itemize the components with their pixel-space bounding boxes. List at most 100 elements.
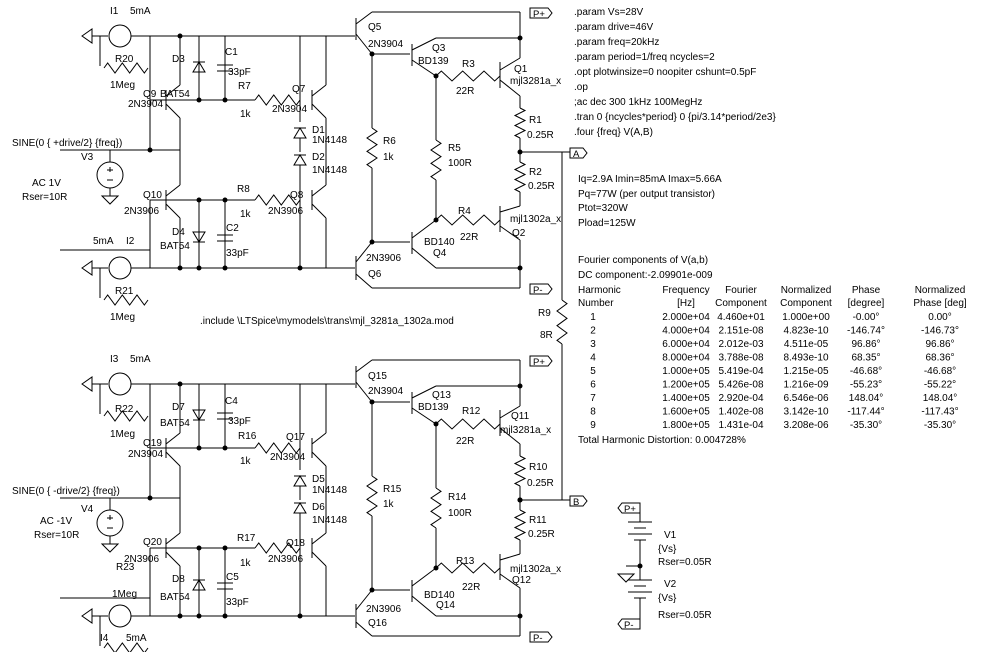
R8-value: 1k [240,209,252,220]
fourier-cell: 4.460e+01 [717,312,765,323]
Q2-label: Q2 [512,228,526,239]
rail-arrow [81,608,93,624]
fourier-header-cell: Normalized [781,285,832,296]
param-line-5: .opt plotwinsize=0 noopiter cshunt=0.5pF [574,67,756,78]
V4-rser: Rser=10R [34,530,79,541]
junction-dot [147,495,153,501]
fourier-cell: 1.000e+05 [662,366,710,377]
Q14-value: BD140 [424,590,455,601]
R23-value: 1Meg [112,589,137,600]
fourier-cell: 4.823e-10 [783,326,828,337]
diode [293,475,307,487]
D3-value: BAT54 [160,89,190,100]
1meg-resistor [103,642,149,652]
R4-value: 22R [460,232,478,243]
R10-value: 0.25R [527,478,554,489]
fourier-cell: 7 [590,393,596,404]
fourier-cell: 68.35° [851,353,880,364]
junction-dot [196,97,202,103]
stat-line-3: Ptot=320W [578,203,628,214]
fourier-cell: -46.68° [850,366,882,377]
Q13-label: Q13 [432,390,451,401]
R1-label: R1 [529,115,542,126]
fourier-dc: DC component:-2.09901e-009 [578,270,713,281]
D8-label: D8 [172,574,185,585]
flag-pplus-supply: P+ [617,502,641,515]
Q17-value: 2N3904 [270,452,305,463]
fourier-cell: 2.151e-08 [718,326,763,337]
R13-value: 22R [462,582,480,593]
fourier-cell: 9 [590,420,596,431]
resistor [430,139,442,181]
fourier-thd: Total Harmonic Distortion: 0.004728% [578,435,746,446]
fourier-header-cell: Harmonic [578,285,621,296]
R6-label: R6 [383,136,396,147]
stat-line-1: Iq=2.9A Imin=85mA Imax=5.66A [578,174,722,185]
junction-dot [196,265,202,271]
Q11-label: Q11 [511,411,530,422]
fourier-cell: 1.200e+05 [662,380,710,391]
V2-label: V2 [664,579,677,590]
fourier-cell: 5 [590,366,596,377]
emitter-resistor [435,70,501,82]
V1-rser: Rser=0.05R [658,557,712,568]
R20-label: R20 [115,54,134,65]
fourier-cell: 1.431e-04 [718,420,763,431]
V3-source-text: SINE(0 { +drive/2} {freq}) [12,138,122,149]
base-resistor [254,442,301,454]
Q20-value: 2N3906 [124,554,159,565]
fourier-cell: 1 [590,312,596,323]
Q10-label: Q10 [143,190,162,201]
Q8-value: 2N3906 [268,206,303,217]
R9-value: 8R [540,330,553,341]
Q16-value: 2N3906 [366,604,401,615]
include-line: .include \LTSpice\mymodels\trans\mjl_328… [200,316,454,327]
R4-label: R4 [458,206,471,217]
fourier-cell: 96.86° [925,339,954,350]
svg-text:P+: P+ [533,9,545,20]
stat-line-2: Pq=77W (per output transistor) [578,189,715,200]
I1-label: I1 [110,6,119,17]
param-line-1: .param Vs=28V [574,7,644,18]
fourier-title: Fourier components of V(a,b) [578,255,708,266]
1meg-resistor [103,62,149,74]
wires [60,11,652,652]
R5-label: R5 [448,143,461,154]
Q19-value: 2N3904 [128,449,163,460]
D7-label: D7 [172,402,185,413]
Q15-value: 2N3904 [368,386,403,397]
diode [192,579,206,591]
R1-value: 0.25R [527,130,554,141]
signal-source [96,509,124,537]
D5-value: 1N4148 [312,485,347,496]
fourier-cell: 1.000e+00 [782,312,830,323]
svg-text:B: B [573,497,579,508]
fourier-cell: 68.36° [925,353,954,364]
fourier-cell: 2.000e+04 [662,312,710,323]
fourier-cell: 0.00° [928,312,951,323]
R10-label: R10 [529,462,548,473]
junction-dot [517,265,523,271]
junction-dot [177,381,183,387]
fourier-cell: -117.44° [847,407,884,418]
D6-value: 1N4148 [312,515,347,526]
flag-B: B [569,495,588,508]
R17-label: R17 [237,533,256,544]
fourier-cell: 148.04° [923,393,958,404]
fourier-header-cell: Frequency [662,285,709,296]
junction-dot [177,265,183,271]
D1-value: 1N4148 [312,135,347,146]
R14-label: R14 [448,492,467,503]
diode [293,502,307,514]
junction-dot [517,497,523,503]
Q2-value: mjl1302a_x [510,214,561,225]
V3-label: V3 [81,152,94,163]
Q8-label: Q8 [290,190,304,201]
R8-label: R8 [237,184,250,195]
R12-value: 22R [456,436,474,447]
base-resistor [254,542,301,554]
Q12-value: mjl1302a_x [510,564,561,575]
fourier-cell: 3.208e-06 [783,420,828,431]
ground-symbol [100,195,120,205]
Q4-label: Q4 [433,248,447,259]
